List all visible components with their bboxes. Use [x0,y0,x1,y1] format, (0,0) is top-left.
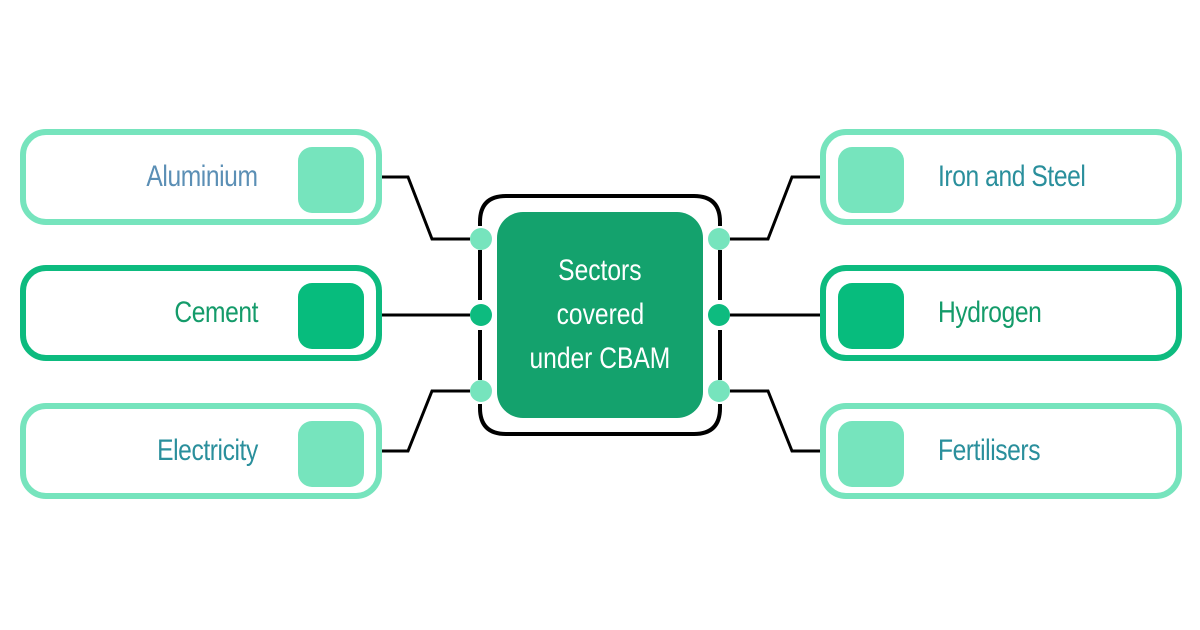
sector-card-fertilisers: Fertilisers [820,403,1182,499]
sector-card-aluminium: Aluminium [20,129,382,225]
node-electricity [470,380,492,402]
node-fertilisers [708,380,730,402]
node-iron-steel [708,228,730,250]
node-aluminium [470,228,492,250]
sector-card-hydrogen: Hydrogen [820,265,1182,361]
hub-line-3: under CBAM [529,342,671,375]
node-hydrogen [708,304,730,326]
square-icon [838,283,904,349]
square-icon [838,421,904,487]
square-icon [298,283,364,349]
sector-label: Hydrogen [938,296,1042,329]
sector-label: Aluminium [146,160,259,193]
sector-label: Electricity [157,434,258,467]
sector-label: Fertilisers [938,434,1041,467]
center-hub: Sectors covered under CBAM [497,212,703,418]
node-cement [470,304,492,326]
sector-label: Iron and Steel [938,160,1086,193]
square-icon [838,147,904,213]
hub-line-2: covered [556,298,644,331]
sector-card-iron-and-steel: Iron and Steel [820,129,1182,225]
square-icon [298,147,364,213]
square-icon [298,421,364,487]
sector-card-cement: Cement [20,265,382,361]
sector-label: Cement [174,296,258,329]
sector-card-electricity: Electricity [20,403,382,499]
hub-line-1: Sectors [558,254,642,287]
